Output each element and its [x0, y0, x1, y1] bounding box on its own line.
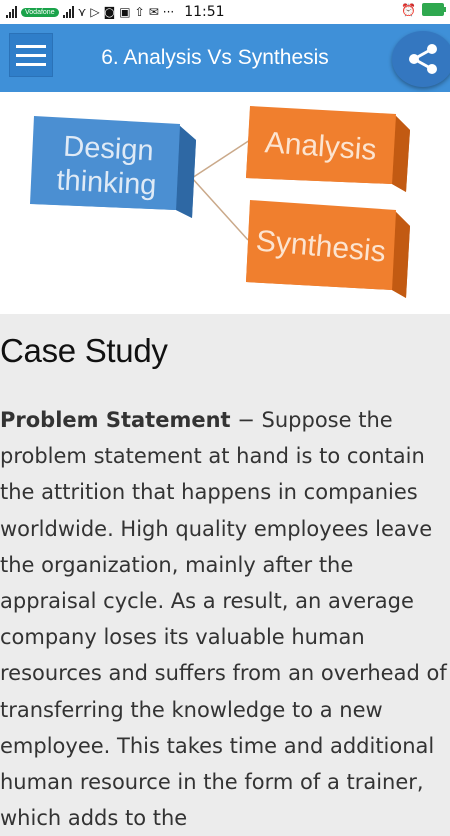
more-icon: ···	[162, 5, 175, 19]
network-icon: ⋎	[77, 5, 87, 19]
section-heading: Case Study	[0, 332, 168, 369]
menu-button[interactable]	[9, 33, 53, 77]
app-bar: 6. Analysis Vs Synthesis	[0, 24, 450, 92]
article-content: Case Study Problem Statement − Suppose t…	[0, 318, 450, 836]
share-icon	[409, 44, 437, 74]
battery-icon	[422, 3, 446, 16]
thinking-label: thinking	[56, 164, 158, 201]
status-bar: Vodafone ⋎ ▷ ◙ ▣ ⇧ ✉ ··· 11:51 ⏰	[0, 0, 450, 24]
play-icon: ▷	[90, 5, 100, 19]
carrier-badge: Vodafone	[21, 7, 59, 17]
paragraph-body: − Suppose the problem statement at hand …	[0, 408, 447, 831]
share-button[interactable]	[392, 31, 450, 87]
page-title: 6. Analysis Vs Synthesis	[101, 46, 329, 69]
signal-icon-2	[62, 6, 74, 18]
app-icon: ▣	[119, 5, 131, 19]
analysis-label: Analysis	[264, 126, 378, 167]
diagram-image: Design thinking Analysis Synthesis	[0, 92, 450, 314]
analysis-block: Analysis	[246, 106, 410, 192]
mail-icon: ✉	[148, 5, 159, 19]
problem-statement-term: Problem Statement	[0, 408, 231, 432]
instagram-icon: ◙	[103, 5, 116, 19]
clock: 11:51	[184, 4, 225, 20]
hamburger-icon	[16, 44, 46, 48]
design-thinking-block: Design thinking	[30, 116, 196, 218]
synthesis-block: Synthesis	[246, 200, 410, 298]
upload-icon: ⇧	[134, 5, 145, 19]
design-label: Design	[63, 131, 155, 168]
case-study-paragraph: Problem Statement − Suppose the problem …	[0, 402, 450, 836]
signal-icon	[6, 6, 17, 18]
alarm-icon: ⏰	[401, 2, 416, 17]
